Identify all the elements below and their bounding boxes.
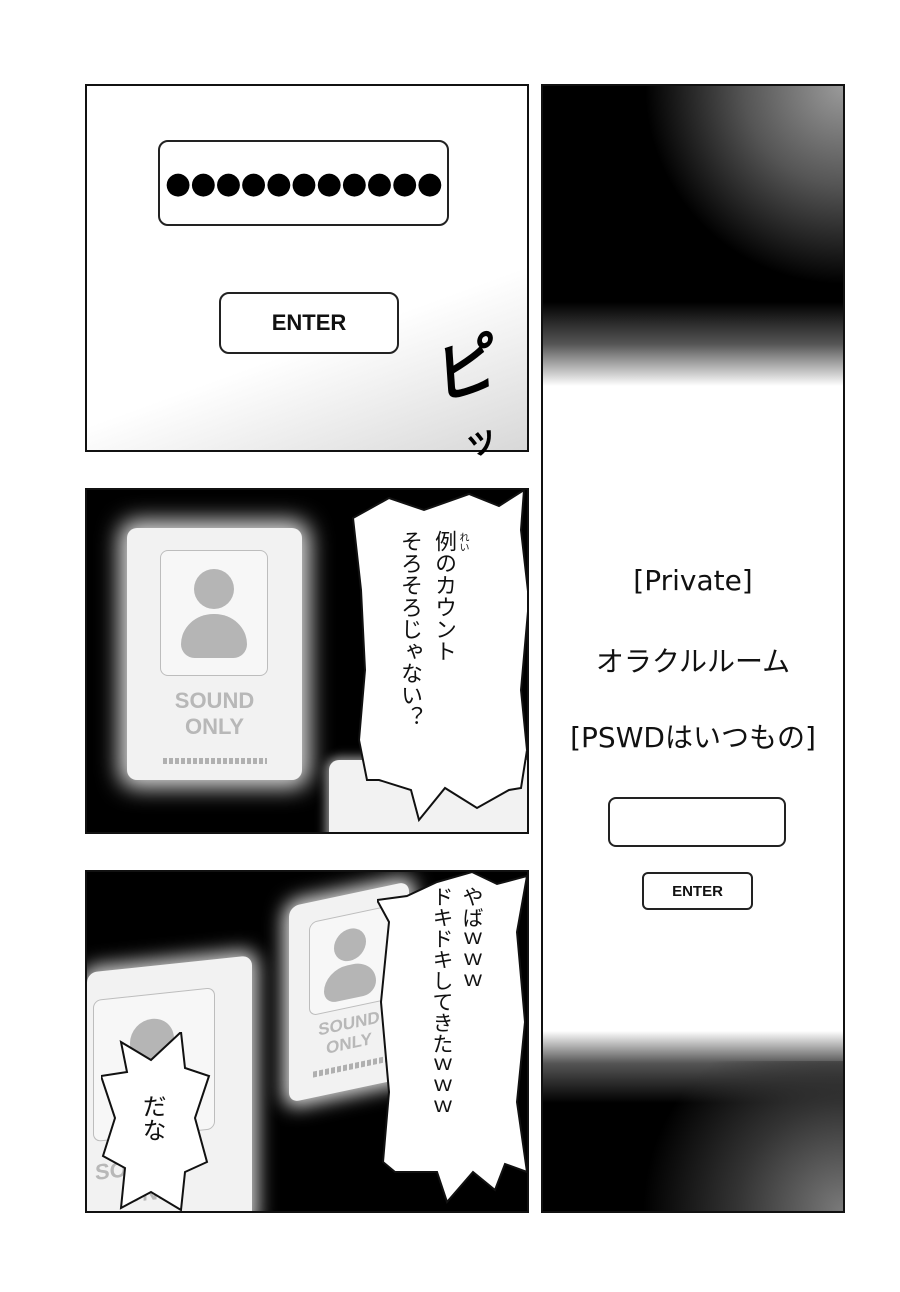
password-hint: [PSWDはいつもの] [570, 721, 816, 754]
avatar-body-icon [181, 614, 247, 658]
room-name: オラクルルーム [595, 645, 791, 678]
speech-bubble-large [377, 872, 527, 1204]
sound-only-label: SOUND ONLY [127, 688, 302, 741]
avatar-head-icon [194, 569, 234, 609]
panel-sound-only-call: SOUND ONLY 例のカウント そろそろじゃない？ れい [85, 488, 529, 834]
speech-bubble [351, 490, 527, 823]
avatar-body-icon [324, 959, 376, 1005]
private-label: [Private] [633, 564, 753, 597]
sound-only-card: SOUND ONLY [127, 528, 302, 780]
sound-label: SOUND [174, 688, 255, 713]
password-field[interactable]: ●●●●●●●●●●● [158, 140, 449, 226]
bubble-line-2: そろそろじゃない？ [397, 530, 422, 728]
panel-private-room-login: [Private] オラクルルーム [PSWDはいつもの] ENTER [541, 84, 845, 1213]
speech-bubble-text: 例のカウント そろそろじゃない？ [392, 530, 460, 790]
enter-button[interactable]: ENTER [642, 872, 753, 910]
audio-level-bar [163, 758, 267, 764]
bubble-line-1: やばｗｗｗ [460, 886, 484, 991]
enter-button[interactable]: ENTER [219, 292, 399, 354]
small-bubble-text: だな [138, 1094, 166, 1142]
top-corner-highlight [643, 86, 843, 286]
avatar-head-icon [334, 925, 366, 965]
password-mask: ●●●●●●●●●●● [165, 165, 443, 201]
panel-password-entry: ●●●●●●●●●●● ENTER [85, 84, 529, 452]
only-label: ONLY [184, 714, 245, 740]
bubble-line-1: 例のカウント [431, 530, 456, 662]
password-input[interactable] [608, 797, 786, 847]
speech-bubble-text: やばｗｗｗ ドキドキしてきたｗｗｗ [427, 886, 487, 1176]
bubble-line-2: ドキドキしてきたｗｗｗ [430, 886, 454, 1117]
bottom-corner-highlight [623, 1061, 843, 1211]
avatar [160, 550, 268, 676]
speech-bubble-small [101, 1032, 211, 1211]
furigana-rei: れい [457, 532, 468, 552]
panel-sound-only-excited: SO D ONLY SOUND ONLY やばｗｗｗ ドキドキしてきたｗｗｗ だ… [85, 870, 529, 1213]
